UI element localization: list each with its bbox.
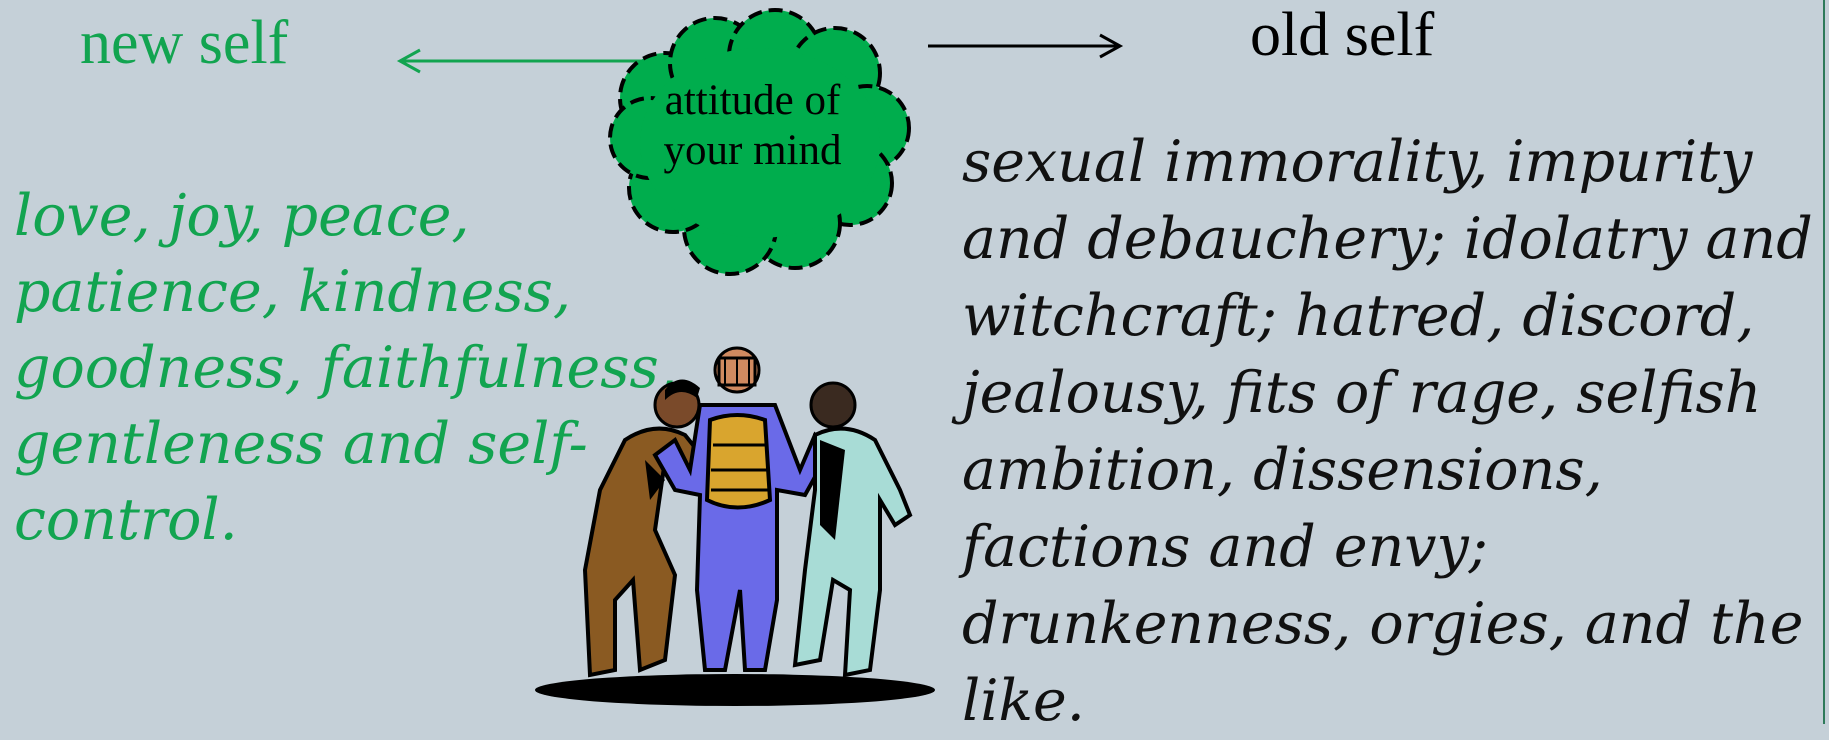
new-self-label: new self <box>80 9 289 77</box>
old-self-label: old self <box>1250 1 1435 69</box>
referee-illustration <box>535 346 935 706</box>
arrows <box>396 33 1124 74</box>
left-man-figure <box>582 379 708 678</box>
thought-cloud: attitude of your mind <box>595 8 925 288</box>
right-man-figure <box>792 381 913 678</box>
arrow-to-old-self <box>928 33 1124 59</box>
old-self-list: sexual immorality, impurity and debauche… <box>962 129 1813 734</box>
ground-shadow <box>535 674 935 706</box>
referee-figure <box>652 346 833 672</box>
arrow-to-new-self <box>396 48 645 74</box>
cloud-shape <box>608 8 911 276</box>
slide-right-border <box>1823 0 1825 724</box>
cloud-text: attitude of your mind <box>663 77 842 174</box>
new-self-list: love, joy, peace, patience, kindness, go… <box>14 183 677 553</box>
